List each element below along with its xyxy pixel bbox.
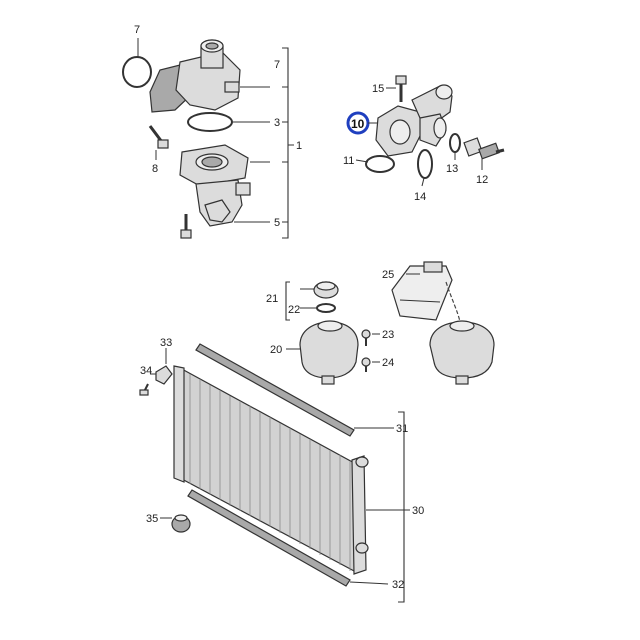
callout-22: 22: [288, 304, 300, 316]
upper-housing-sensor-port: [224, 81, 240, 93]
o-ring-3: [187, 112, 233, 132]
seal-strip-32: [187, 489, 351, 587]
callout-1: 1: [296, 140, 302, 152]
thermostat-housing-assembly: 7 8: [122, 24, 302, 239]
callout-20: 20: [270, 344, 282, 356]
rubber-mount-35: [171, 514, 191, 533]
expansion-tank-filling: [429, 321, 495, 379]
screw-24: [361, 357, 371, 367]
expansion-tank-assembly: 21 22 20 23 24 25: [266, 261, 495, 385]
radiator-fins: [189, 374, 351, 571]
callout-25: 25: [382, 269, 394, 281]
tank-seal-22: [316, 303, 336, 313]
bolt-15: [395, 75, 407, 102]
callout-5: 5: [274, 217, 280, 229]
o-ring-11: [365, 155, 395, 173]
coolant-bottle-25: [391, 261, 453, 321]
temperature-sensor-12: [463, 137, 505, 160]
radiator-assembly: 31 32: [139, 337, 424, 603]
level-sensor-23: [361, 329, 371, 339]
o-ring-13: [449, 133, 461, 153]
callout-7-right: 7: [274, 59, 280, 71]
callout-23: 23: [382, 329, 394, 341]
callout-32: 32: [392, 579, 404, 591]
screw-34: [139, 383, 149, 396]
callout-30: 30: [412, 505, 424, 517]
callout-31: 31: [396, 423, 408, 435]
callout-24: 24: [382, 357, 394, 369]
radiator-left-tank: [173, 365, 185, 483]
callout-35: 35: [146, 513, 158, 525]
o-ring-7: [122, 56, 152, 88]
seal-strip-31: [195, 343, 355, 437]
callout-34: 34: [140, 365, 152, 377]
callout-21: 21: [266, 293, 278, 305]
callout-10: 10: [351, 117, 365, 131]
lower-housing-sensor-port: [235, 182, 251, 196]
coolant-flange-assembly: 15 10 11 14 13 12: [343, 75, 505, 203]
lower-housing-pipe: [204, 199, 231, 223]
callout-33: 33: [160, 337, 172, 349]
callout-13: 13: [446, 163, 458, 175]
upper-housing-body: [175, 51, 241, 111]
callout-11: 11: [343, 155, 354, 167]
radiator-right-tank: [351, 455, 367, 575]
callout-12: 12: [476, 174, 488, 186]
callout-3: 3: [274, 117, 280, 129]
callout-8: 8: [152, 163, 158, 175]
expansion-tank-20: [299, 321, 359, 379]
callout-14: 14: [414, 191, 426, 203]
callout-7-left: 7: [134, 24, 140, 36]
o-ring-14: [417, 149, 433, 179]
bolt-5: [180, 214, 192, 239]
mount-bracket-33: [155, 365, 173, 385]
bolt-8: [148, 125, 169, 149]
callout-15: 15: [372, 83, 384, 95]
